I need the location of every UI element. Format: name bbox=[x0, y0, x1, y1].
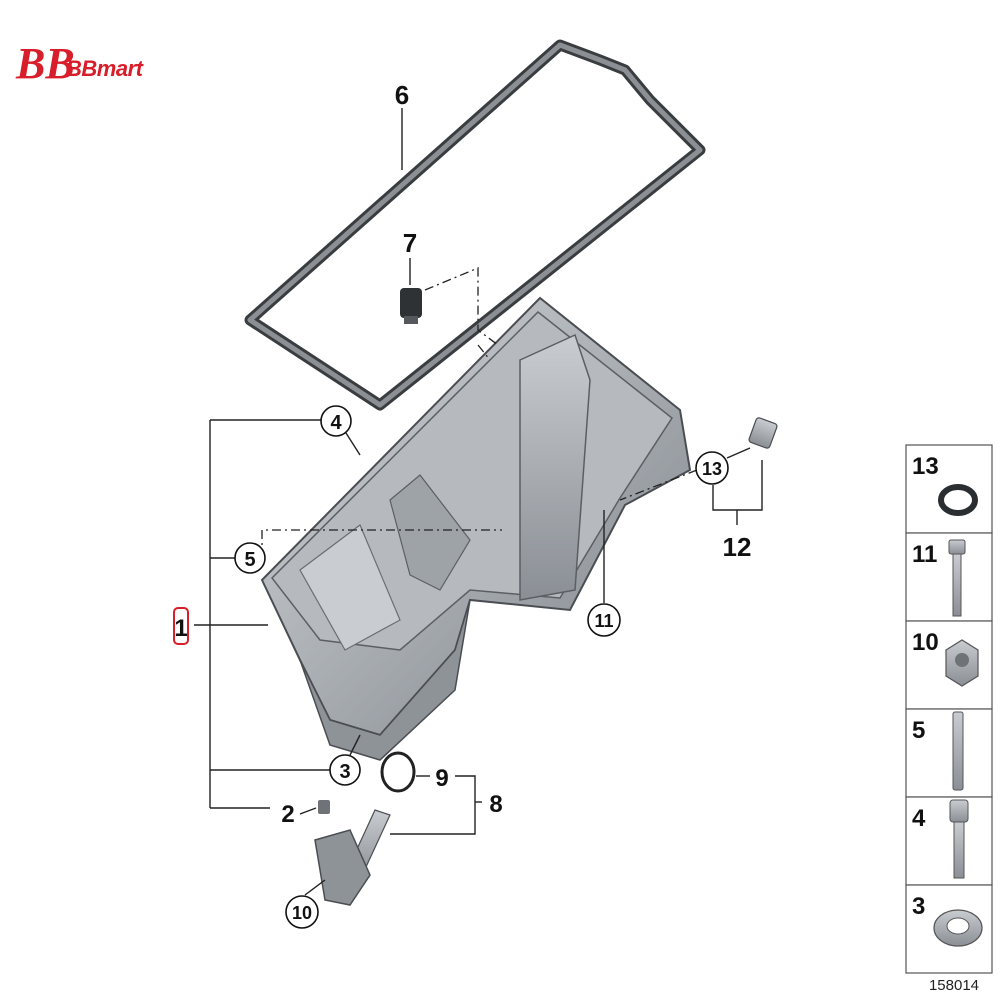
o-ring bbox=[380, 751, 416, 793]
callout-5: 5 bbox=[244, 549, 255, 571]
callout-11: 11 bbox=[594, 611, 613, 631]
callout-7: 7 bbox=[403, 228, 417, 258]
callout-2: 2 bbox=[281, 801, 294, 828]
washer-icon bbox=[933, 909, 983, 947]
o-ring-icon bbox=[938, 484, 978, 516]
legend-number-11: 11 bbox=[912, 541, 937, 568]
callout-circle-10 bbox=[285, 895, 319, 929]
brand-name: BBmart bbox=[66, 56, 143, 81]
callout-10: 10 bbox=[292, 903, 312, 923]
callout-6: 6 bbox=[395, 80, 409, 110]
bbmart-logo: BB bbox=[15, 40, 75, 88]
legend-number-13: 13 bbox=[912, 453, 939, 480]
callout-circle-5 bbox=[234, 542, 266, 574]
small-bolt bbox=[318, 800, 330, 814]
callout-3: 3 bbox=[339, 761, 350, 783]
stud-icon bbox=[952, 711, 964, 791]
legend-number-3: 3 bbox=[912, 893, 925, 920]
leader-lines bbox=[194, 108, 763, 896]
socket-screw-icon bbox=[949, 799, 969, 879]
oil-pan-gasket bbox=[244, 39, 706, 411]
callout-12: 12 bbox=[723, 532, 752, 562]
legend-number-10: 10 bbox=[912, 629, 939, 656]
hex-nut-icon bbox=[945, 639, 979, 687]
legend-number-5: 5 bbox=[912, 717, 925, 744]
oil-dipstick-assembly bbox=[314, 809, 391, 906]
callout-circle-3 bbox=[329, 754, 361, 786]
callout-1: 1 bbox=[174, 615, 187, 642]
diagram-code: 158014 bbox=[929, 977, 979, 994]
callout-8: 8 bbox=[489, 791, 502, 818]
callout-circle-13 bbox=[695, 451, 729, 485]
legend-number-4: 4 bbox=[912, 805, 926, 832]
drain-plug bbox=[748, 417, 778, 449]
callout-circle-11 bbox=[587, 603, 621, 637]
long-bolt-icon bbox=[948, 539, 966, 617]
logo-letters: BB bbox=[15, 40, 75, 88]
parts-legend: 13 11 10 5 4 3 bbox=[905, 444, 993, 974]
callout-9: 9 bbox=[435, 765, 448, 792]
callout-13: 13 bbox=[702, 459, 722, 479]
oil-level-sensor bbox=[400, 288, 422, 324]
callout-circle-4 bbox=[320, 405, 352, 437]
oil-pan bbox=[260, 296, 692, 761]
highlight-box-1 bbox=[173, 607, 189, 645]
callout-4: 4 bbox=[330, 412, 342, 434]
